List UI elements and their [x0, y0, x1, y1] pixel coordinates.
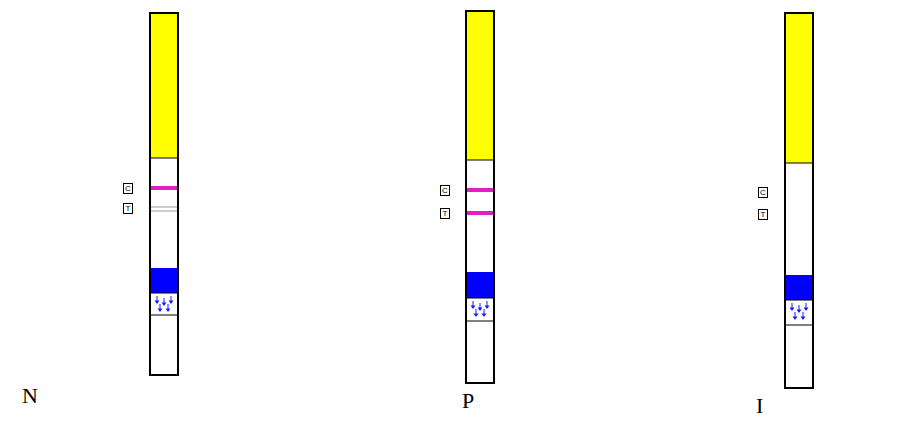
test-strip — [785, 13, 813, 388]
strip-mark-letter: T — [126, 205, 131, 213]
strip-mark-box: C — [758, 187, 768, 198]
strip-mark-box: C — [440, 185, 450, 196]
strip-mark-letter: C — [442, 187, 448, 195]
strip-mark-box: T — [758, 209, 768, 220]
result-label: P — [462, 390, 474, 412]
strip-mark-box: C — [123, 183, 133, 194]
strip-mark-letter: T — [443, 210, 448, 218]
strip-mark-letter: C — [125, 185, 131, 193]
strip-mark-box: T — [440, 208, 450, 219]
result-label: N — [22, 385, 38, 407]
strip-mark-letter: C — [760, 189, 766, 197]
test-strip — [150, 13, 178, 375]
strip-mark-letter: T — [761, 211, 766, 219]
test-strip — [466, 11, 494, 383]
result-label: I — [756, 395, 763, 417]
strip-mark-box: T — [123, 203, 133, 214]
